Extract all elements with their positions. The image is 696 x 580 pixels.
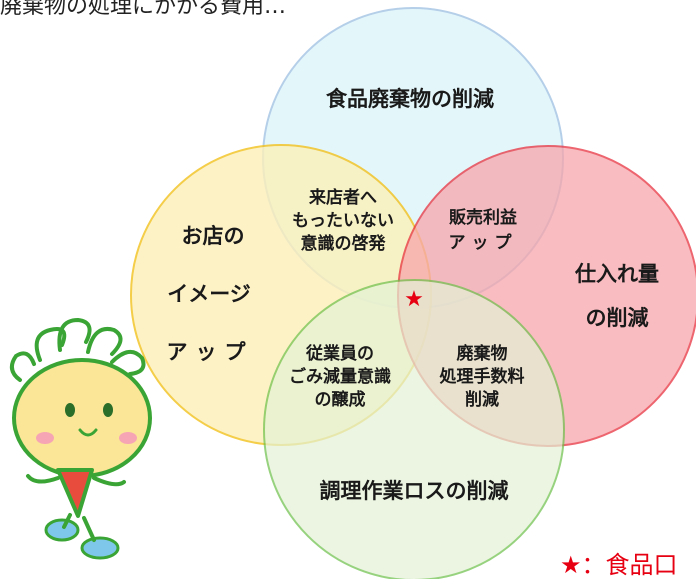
overlap-left-bottom-1: 従業員の: [305, 343, 374, 364]
overlap-right-bottom-3: 削減: [465, 389, 499, 410]
label-left-3: アップ: [167, 340, 254, 364]
overlap-top-left-1: 来店者へ: [308, 187, 377, 208]
overlap-left-bottom-3: の醸成: [315, 389, 366, 410]
circle-bottom: [263, 279, 565, 579]
footnote-star-icon: ★: [560, 551, 582, 579]
footnote-text: ：食品口: [581, 551, 678, 579]
label-right-2: の削減: [586, 306, 649, 330]
footnote: ★：食品口: [560, 545, 678, 580]
mascot-illustration: [9, 317, 152, 560]
overlap-left-bottom-2: ごみ減量意識: [289, 366, 391, 387]
label-top: 食品廃棄物の削減: [326, 87, 494, 111]
label-bottom: 調理作業ロスの削減: [320, 479, 509, 503]
label-left-2: イメージ: [167, 282, 251, 306]
overlap-top-right-1: 販売利益: [449, 207, 517, 228]
overlap-right-bottom-1: 廃棄物: [457, 343, 508, 364]
overlap-top-right-2: アップ: [449, 232, 518, 253]
overlap-top-left-3: 意識の啓発: [301, 233, 387, 254]
center-star-icon: ★: [404, 287, 424, 312]
header-text: 廃棄物の処理にかかる費用…: [0, 0, 287, 18]
overlap-top-left-2: もったいない: [292, 211, 394, 231]
label-right-1: 仕入れ量: [574, 262, 659, 286]
label-left-1: お店の: [182, 224, 245, 248]
overlap-right-bottom-2: 処理手数料: [439, 366, 525, 387]
